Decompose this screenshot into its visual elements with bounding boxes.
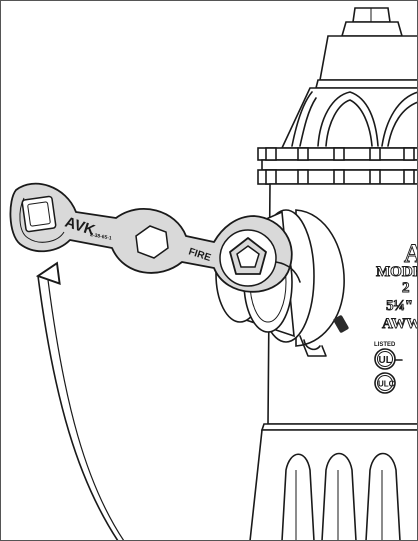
rotation-direction-arrow	[35, 261, 125, 541]
svg-text:ULC: ULC	[378, 380, 395, 389]
wrench-part-number: 2-38-65-1	[90, 232, 113, 242]
hydrant-model-line: MODE	[376, 264, 418, 280]
operating-nut	[340, 7, 404, 37]
set-screw	[333, 315, 349, 333]
wrench-square-socket	[21, 195, 57, 233]
wrench-pentagon-socket	[219, 229, 301, 287]
ulc-mark: ULC	[374, 372, 396, 394]
hydrant-standard-line: AWW	[382, 316, 418, 332]
listing-label: LISTED	[374, 342, 396, 348]
hydrant-wrench: AVK 2-38-65-1 FIRE	[9, 182, 301, 293]
hydrant-bonnet	[280, 35, 418, 149]
hydrant-logo: AVK	[404, 239, 418, 268]
upper-flange	[257, 147, 418, 185]
wrench-hex-socket	[135, 225, 169, 259]
hydrant-size-line-1: 2	[402, 280, 410, 296]
svg-text:UL: UL	[379, 355, 392, 366]
hydrant-size-line-2: 5¼"	[386, 298, 413, 314]
ul-mark: UL	[374, 348, 396, 370]
hydrant-engraving: AVK MODE 2 5¼" AWW LISTED UL ULC	[374, 239, 418, 394]
hydrant-base	[249, 423, 418, 541]
